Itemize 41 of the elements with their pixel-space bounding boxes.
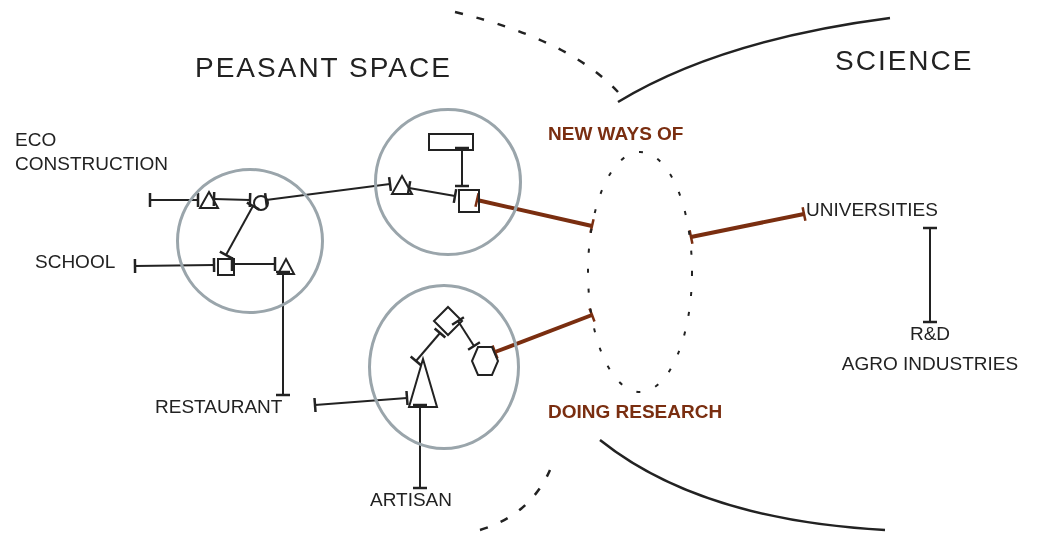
- group-circle: [176, 168, 324, 314]
- connector-line: [474, 191, 595, 235]
- connector-line: [450, 316, 482, 351]
- connector-line: [921, 226, 939, 324]
- connector-line: [453, 146, 471, 188]
- connector-line: [411, 403, 429, 490]
- section-heading: SCIENCE: [835, 45, 974, 77]
- node-label: ECO CONSTRUCTION: [15, 128, 180, 200]
- connector-line: [212, 190, 252, 209]
- area-footer: DOING RESEARCH: [548, 400, 723, 424]
- node-label: UNIVERSITIES: [806, 198, 996, 228]
- node-label: SCHOOL: [35, 250, 135, 280]
- connector-line: [274, 270, 292, 397]
- connector-line: [263, 175, 393, 209]
- section-heading: PEASANT SPACE: [195, 52, 452, 84]
- circle-node: [253, 195, 269, 211]
- connector-line: [230, 255, 277, 273]
- connector-line: [491, 307, 596, 360]
- node-label: AGRO INDUSTRIES: [841, 352, 1019, 376]
- triangle-node: [391, 175, 413, 195]
- connector-line: [313, 389, 409, 414]
- area-heading: NEW WAYS OF: [548, 122, 684, 146]
- connector-line: [148, 191, 200, 209]
- connector-line: [409, 327, 447, 367]
- group-circle: [374, 108, 522, 256]
- square-node: [458, 189, 480, 213]
- connector-line: [406, 179, 458, 205]
- connector-line: [133, 256, 216, 275]
- hexagon-node: [471, 346, 499, 376]
- diamond-node: [433, 306, 463, 336]
- node-label: ARTISAN: [370, 488, 460, 518]
- triangle-node: [277, 258, 295, 275]
- square-node: [217, 258, 235, 276]
- triangle-node: [199, 191, 219, 209]
- triangle-node: [408, 358, 438, 408]
- rectangle-node: [428, 133, 474, 151]
- connector-line: [688, 205, 807, 246]
- connector-line: [218, 201, 261, 260]
- group-circle: [368, 284, 520, 450]
- node-label: R&D: [909, 322, 951, 346]
- node-label: RESTAURANT: [155, 395, 315, 425]
